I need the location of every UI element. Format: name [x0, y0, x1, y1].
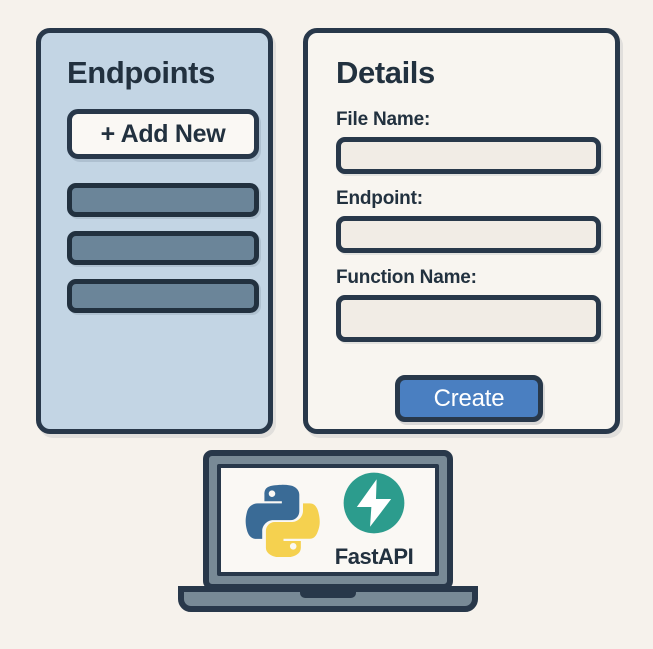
endpoints-panel: Endpoints + Add New [36, 28, 273, 434]
laptop-screen: FastAPI [217, 464, 439, 576]
file-name-input[interactable] [336, 137, 601, 174]
endpoint-list-item-1[interactable] [67, 183, 259, 217]
laptop-base [178, 586, 478, 612]
python-logo [243, 479, 321, 562]
endpoint-list [67, 183, 259, 327]
fastapi-logo-block: FastAPI [334, 470, 414, 570]
details-panel-title: Details [336, 55, 435, 90]
laptop-illustration: FastAPI [178, 450, 478, 625]
endpoint-label: Endpoint: [336, 188, 423, 209]
endpoint-list-item-2[interactable] [67, 231, 259, 265]
add-new-button-label: + Add New [100, 119, 226, 148]
details-panel: Details File Name: Endpoint: Function Na… [303, 28, 620, 434]
create-button[interactable]: Create [395, 375, 543, 422]
fastapi-logo [341, 470, 407, 541]
endpoint-field-group: Endpoint: [336, 188, 601, 253]
function-name-input[interactable] [336, 295, 601, 342]
fastapi-wordmark: FastAPI [334, 544, 414, 569]
function-name-label: Function Name: [336, 267, 477, 288]
laptop-trackpad-notch [300, 592, 356, 598]
create-button-label: Create [433, 384, 505, 412]
endpoints-panel-title: Endpoints [67, 55, 215, 90]
add-new-button[interactable]: + Add New [67, 109, 259, 159]
file-name-field-group: File Name: [336, 109, 601, 174]
file-name-label: File Name: [336, 109, 431, 130]
endpoint-list-item-3[interactable] [67, 279, 259, 313]
function-name-field-group: Function Name: [336, 267, 601, 342]
laptop-lid: FastAPI [203, 450, 453, 590]
endpoint-input[interactable] [336, 216, 601, 253]
python-logo-block [243, 479, 321, 562]
